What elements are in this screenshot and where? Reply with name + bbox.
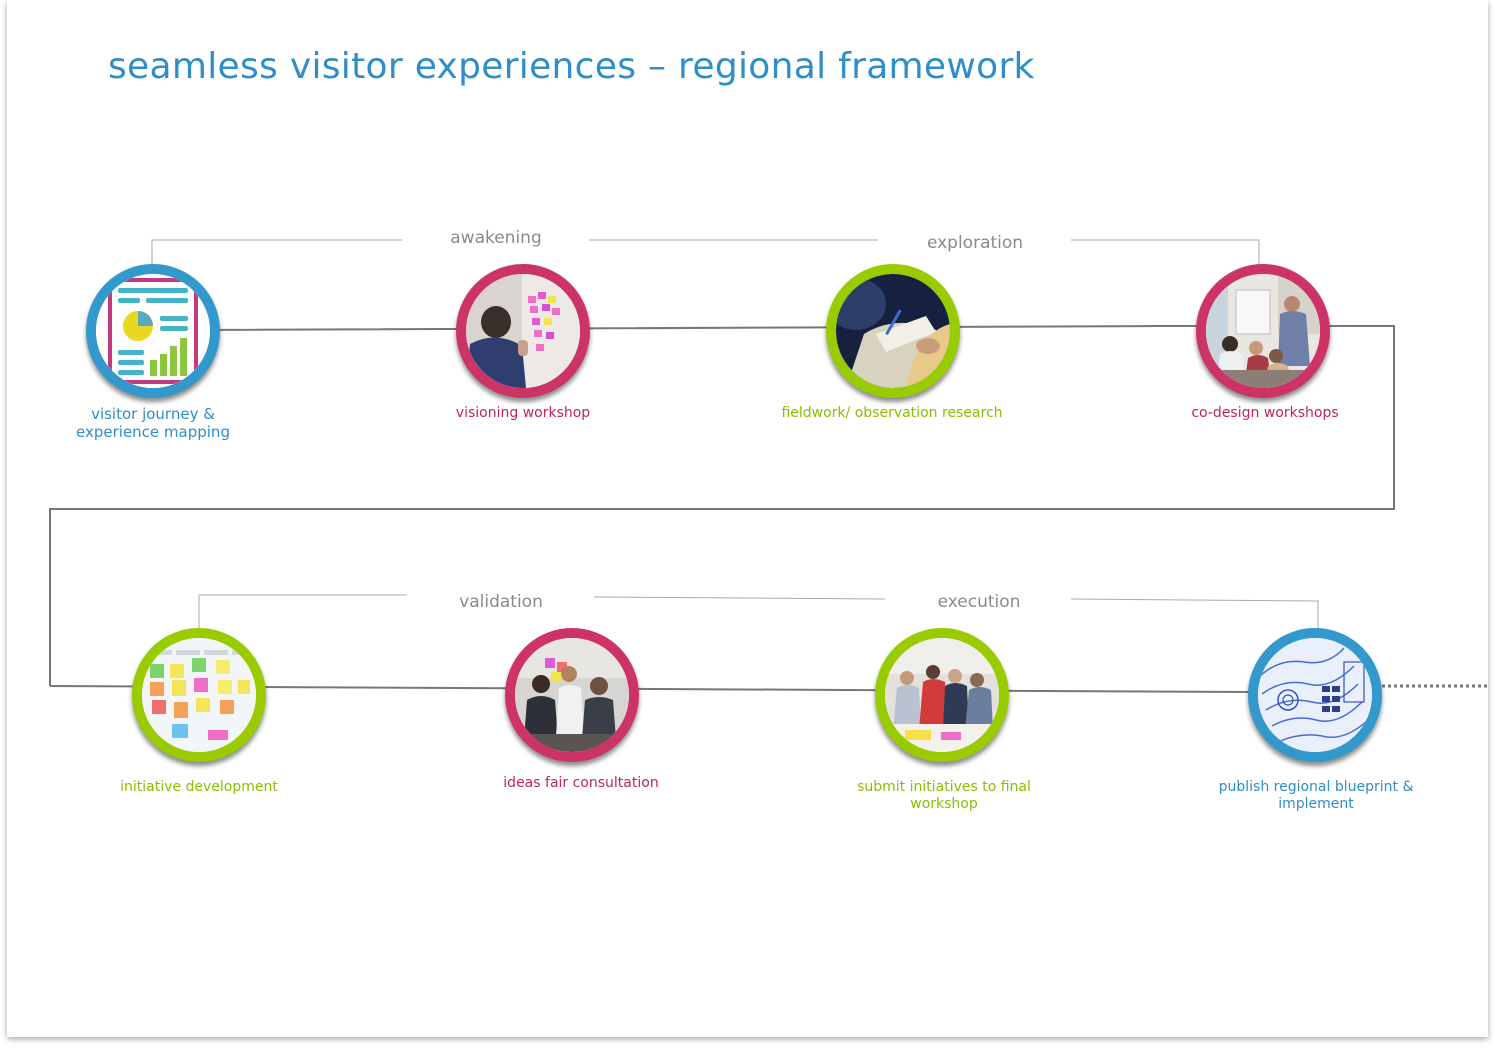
- note-taking-photo: [836, 274, 950, 388]
- step-node-journey-mapping[interactable]: [86, 264, 220, 398]
- sticky-notes-wall-photo: [466, 274, 580, 388]
- phase-label-execution: execution: [937, 592, 1021, 612]
- consultation-crowd-photo: [515, 638, 629, 752]
- step-node-ideas-fair[interactable]: [505, 628, 639, 762]
- sticky-note-board-photo: [142, 638, 256, 752]
- step-label-initiative-development: initiative development: [120, 779, 278, 795]
- step-node-initiative-development[interactable]: [132, 628, 266, 762]
- phase-label-exploration: exploration: [926, 233, 1024, 253]
- journey-map-chart-icon: [96, 274, 210, 388]
- step-label-fieldwork: fieldwork/ observation research: [781, 405, 1003, 421]
- blueprint-map-icon: [1258, 638, 1372, 752]
- group-workshop-photo: [885, 638, 999, 752]
- phase-label-validation: validation: [459, 592, 543, 612]
- step-label-co-design: co-design workshops: [1191, 405, 1339, 421]
- step-label-journey-mapping: visitor journey & experience mapping: [76, 405, 230, 441]
- step-node-fieldwork[interactable]: [826, 264, 960, 398]
- slide: [7, 0, 1488, 1037]
- step-label-publish-blueprint: publish regional blueprint & implement: [1218, 779, 1414, 812]
- step-node-publish-blueprint[interactable]: [1248, 628, 1382, 762]
- phase-label-awakening: awakening: [450, 228, 542, 248]
- step-label-submit-initiatives: submit initiatives to final workshop: [857, 779, 1031, 812]
- step-node-visioning-workshop[interactable]: [456, 264, 590, 398]
- step-label-ideas-fair: ideas fair consultation: [503, 775, 659, 791]
- page-title: seamless visitor experiences – regional …: [108, 46, 1035, 87]
- step-label-visioning-workshop: visioning workshop: [455, 405, 591, 421]
- step-node-co-design[interactable]: [1196, 264, 1330, 398]
- presentation-room-photo: [1206, 274, 1320, 388]
- step-node-submit-initiatives[interactable]: [875, 628, 1009, 762]
